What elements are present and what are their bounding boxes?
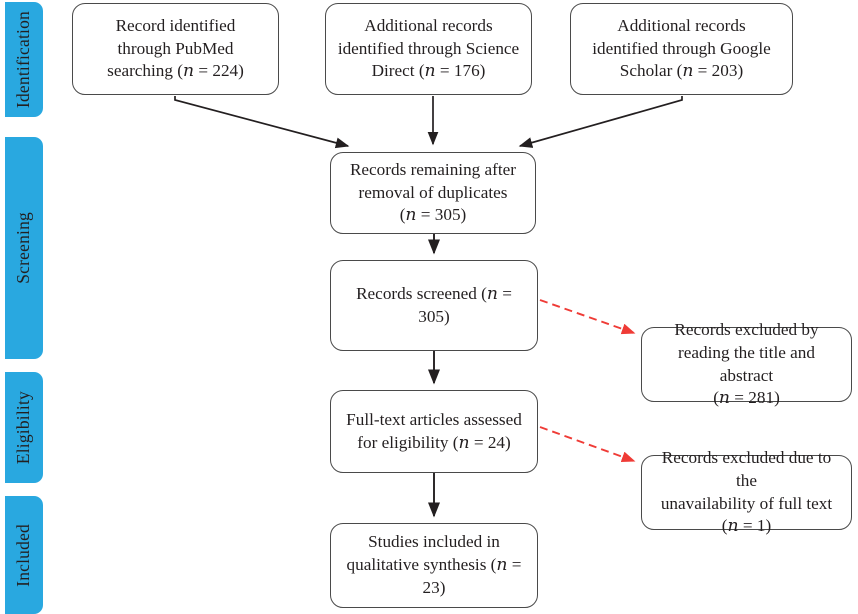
box-records-screened-text: Records screened (𝑛 = 305) (356, 283, 512, 326)
box-excluded-unavailable: Records excluded due to the unavailabili… (641, 448, 852, 535)
box-science-direct-records: Additional records identified through Sc… (325, 3, 532, 95)
box-excluded-title-abstract: Records excluded by reading the title an… (641, 320, 852, 407)
connector-fulltext-to-excluded (539, 426, 636, 463)
connector-screened-to-excluded (539, 299, 636, 335)
box-google-scholar-records: Additional records identified through Go… (570, 3, 793, 95)
box-duplicates-removed: Records remaining after removal of dupli… (330, 152, 536, 234)
stage-tab-label-included: Included (13, 523, 34, 587)
box-studies-included-text: Studies included in qualitative synthesi… (346, 532, 522, 597)
connector-pubmed-to-duplicates (174, 96, 350, 149)
box-pubmed-records: Record identified through PubMed searchi… (72, 3, 279, 95)
connector-google-scholar-to-duplicates (518, 96, 683, 148)
stage-tab-eligibility: Eligibility (5, 372, 43, 483)
stage-tab-label-eligibility: Eligibility (13, 390, 34, 465)
box-full-text-assessed-text: Full-text articles assessed for eligibil… (346, 409, 522, 452)
box-records-screened: Records screened (𝑛 = 305) (330, 260, 538, 351)
box-studies-included: Studies included in qualitative synthesi… (330, 523, 538, 608)
box-science-direct-records-text: Additional records identified through Sc… (337, 15, 520, 81)
box-excluded-title-abstract-text: Records excluded by reading the title an… (674, 319, 819, 408)
stage-tab-label-identification: Identification (13, 10, 34, 109)
box-full-text-assessed: Full-text articles assessed for eligibil… (330, 390, 538, 473)
stage-tab-screening: Screening (5, 137, 43, 359)
box-duplicates-removed-text: Records remaining after removal of dupli… (349, 159, 517, 225)
stage-tab-included: Included (5, 496, 43, 614)
box-google-scholar-records-text: Additional records identified through Go… (592, 15, 771, 81)
stage-tab-identification: Identification (5, 2, 43, 117)
box-excluded-unavailable-text: Records excluded due to the unavailabili… (660, 447, 833, 536)
box-pubmed-records-text: Record identified through PubMed searchi… (107, 15, 244, 81)
stage-tab-label-screening: Screening (13, 212, 34, 284)
